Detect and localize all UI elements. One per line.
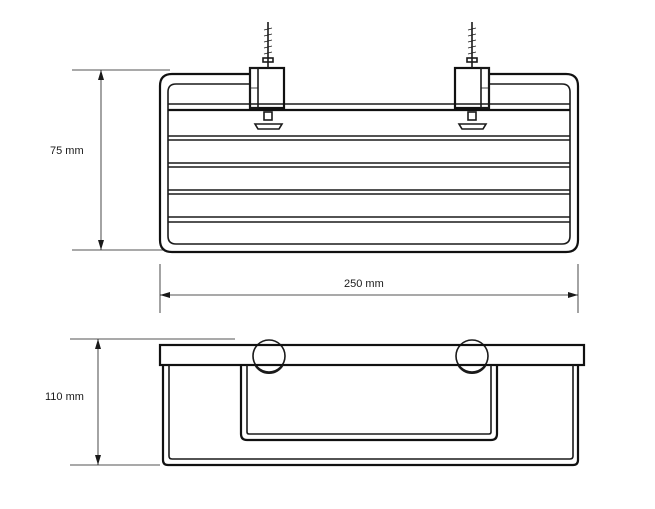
width-dimension: 250 mm [159, 264, 579, 313]
towel-bar [239, 365, 499, 442]
right-wall-bracket [453, 22, 491, 130]
top-view [158, 339, 586, 467]
left-wall-bracket [248, 22, 286, 130]
height-label: 75 mm [50, 145, 84, 157]
height-dimension: 75 mm [50, 69, 170, 251]
front-view [158, 22, 580, 254]
front-slats [168, 103, 570, 223]
width-label: 250 mm [344, 278, 384, 290]
right-wall-plate [455, 339, 489, 373]
front-frame-outer [158, 72, 580, 254]
front-frame-inner [167, 83, 571, 245]
depth-dimension: 110 mm [45, 338, 235, 466]
depth-label: 110 mm [45, 391, 84, 403]
top-bar [158, 343, 586, 367]
left-wall-plate [252, 339, 286, 373]
basket-outer [161, 365, 580, 467]
